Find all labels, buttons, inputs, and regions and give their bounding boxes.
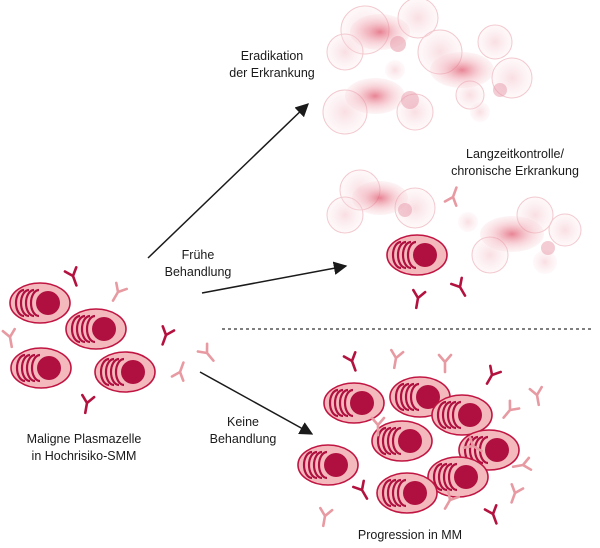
label-eradication: Eradikation der Erkrankung (212, 48, 332, 82)
arrow-to-longterm (201, 261, 348, 294)
label-line: Behandlung (164, 265, 232, 279)
arrow-to-eradication (147, 103, 309, 259)
label-starting-cells: Maligne Plasmazelle in Hochrisiko-SMM (4, 431, 164, 465)
label-line: Eradikation (240, 49, 304, 63)
plasma-cell (8, 281, 72, 325)
plasma-cell (9, 346, 73, 390)
label-early-treatment: Frühe Behandlung (148, 247, 248, 281)
plasma-cell (64, 307, 128, 351)
label-line: Frühe (181, 248, 215, 262)
label-line: Behandlung (209, 432, 277, 446)
label-progression: Progression in MM (330, 527, 490, 544)
plasma-cell-remaining (385, 233, 449, 277)
progression-cells (296, 375, 521, 515)
starting-cells (8, 281, 157, 394)
label-longterm: Langzeitkontrolle/ chronische Erkrankung (440, 146, 590, 180)
label-line: Keine (227, 415, 259, 429)
label-line: der Erkrankung (229, 66, 315, 80)
label-line: Maligne Plasmazelle (26, 432, 142, 446)
longterm-cloud (326, 169, 582, 274)
arrow-to-progression (199, 371, 314, 435)
label-no-treatment: Keine Behandlung (193, 414, 293, 448)
label-line: Langzeitkontrolle/ (466, 147, 564, 161)
label-line: chronische Erkrankung (451, 164, 579, 178)
label-line: Progression in MM (357, 528, 463, 542)
plasma-cell (93, 350, 157, 394)
eradication-cloud (322, 0, 533, 135)
label-line: in Hochrisiko-SMM (31, 449, 137, 463)
